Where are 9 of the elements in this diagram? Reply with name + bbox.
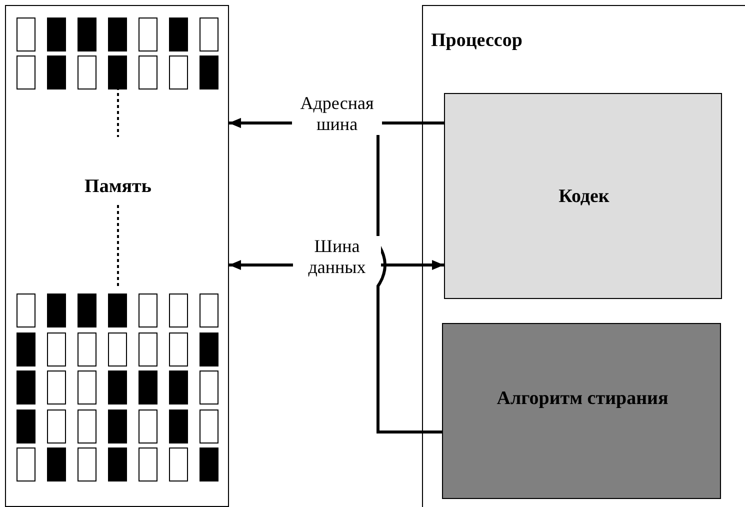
processor-panel	[422, 5, 745, 507]
erase-algorithm-label: Алгоритм стирания	[496, 388, 670, 410]
codec-box	[444, 93, 722, 299]
erase-algorithm-box	[442, 323, 721, 499]
processor-label: Процессор	[431, 30, 522, 52]
memory-label: Память	[84, 176, 152, 198]
memory-panel	[5, 5, 229, 507]
codec-label: Кодек	[558, 186, 610, 208]
edge-label: Шина данных	[293, 236, 381, 278]
